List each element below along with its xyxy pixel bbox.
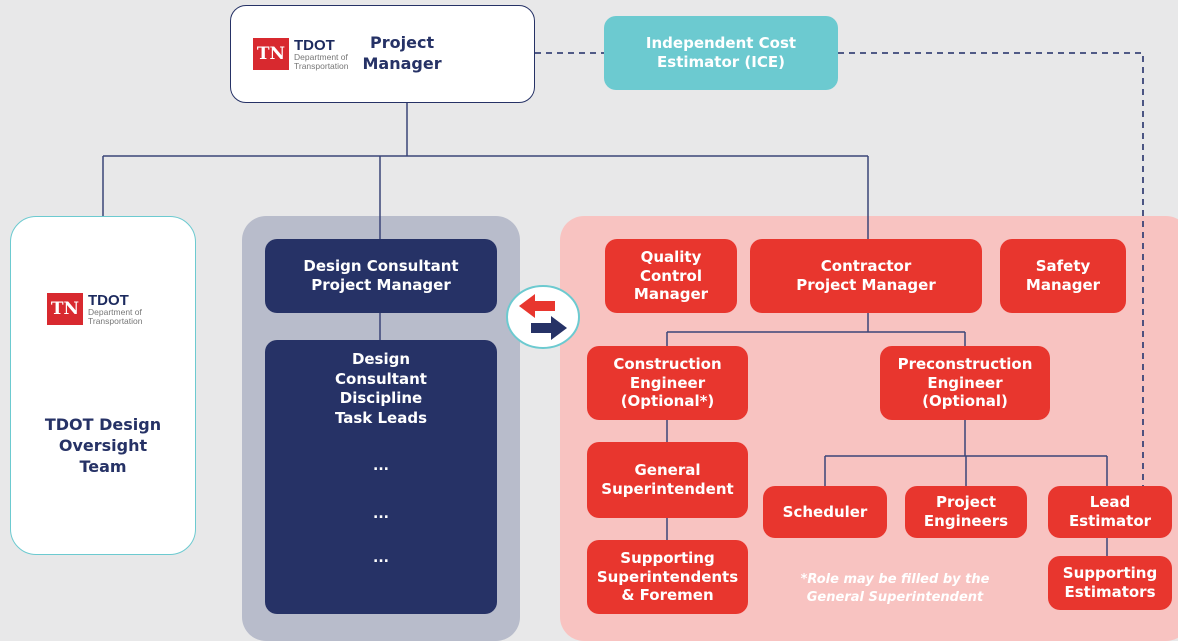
ellipsis-1: ...: [373, 458, 389, 474]
task-leads-box: Design Consultant Discipline Task Leads …: [265, 340, 497, 614]
logo-title: TDOT: [294, 36, 335, 54]
logo-subtitle-2: Transportation: [294, 60, 349, 71]
construction-engineer-box: Construction Engineer (Optional*): [587, 346, 748, 420]
logo-title: TDOT: [88, 292, 129, 309]
contractor-pm-box: Contractor Project Manager: [750, 239, 982, 313]
safety-manager-box: Safety Manager: [1000, 239, 1126, 313]
tdot-logo: TN TDOT Department of Transportation: [253, 38, 349, 71]
supporting-estimators-box: Supporting Estimators: [1048, 556, 1172, 610]
tn-badge: TN: [253, 38, 289, 70]
project-engineers-box: Project Engineers: [905, 486, 1027, 538]
preconstruction-split-connector: [824, 420, 1108, 486]
project-manager-box: TN TDOT Department of Transportation Pro…: [230, 5, 535, 103]
ice-box: Independent Cost Estimator (ICE): [604, 16, 838, 90]
ellipsis-2: ...: [373, 506, 389, 522]
ellipsis-3: ...: [373, 550, 389, 566]
oversight-team-label: TDOT Design Oversight Team: [44, 415, 162, 476]
scheduler-box: Scheduler: [763, 486, 887, 538]
tn-badge: TN: [47, 293, 83, 326]
general-superintendent-box: General Superintendent: [587, 442, 748, 518]
optional-role-note: *Role may be filled by the General Super…: [800, 572, 990, 605]
ice-dashed-link-right: [838, 52, 1144, 486]
design-consultant-pm-box: Design Consultant Project Manager: [265, 239, 497, 313]
lead-estimator-box: Lead Estimator: [1048, 486, 1172, 538]
logo-subtitle-1: Department of: [88, 307, 142, 317]
qc-manager-box: Quality Control Manager: [605, 239, 737, 313]
preconstruction-engineer-box: Preconstruction Engineer (Optional): [880, 346, 1050, 420]
exchange-arrows-icon: [505, 284, 581, 350]
project-manager-label: Project Manager: [362, 33, 442, 73]
oversight-team-box: TN TDOT Department of Transportation TDO…: [10, 216, 196, 555]
task-leads-label: Design Consultant Discipline Task Leads: [334, 350, 428, 427]
tdot-logo: TN TDOT Department of Transportation: [47, 293, 143, 326]
logo-subtitle-2: Transportation: [88, 315, 143, 326]
supporting-superintendents-box: Supporting Superintendents & Foremen: [587, 540, 748, 614]
contractor-split-connector: [666, 313, 966, 346]
logo-subtitle-1: Department of: [294, 51, 348, 62]
